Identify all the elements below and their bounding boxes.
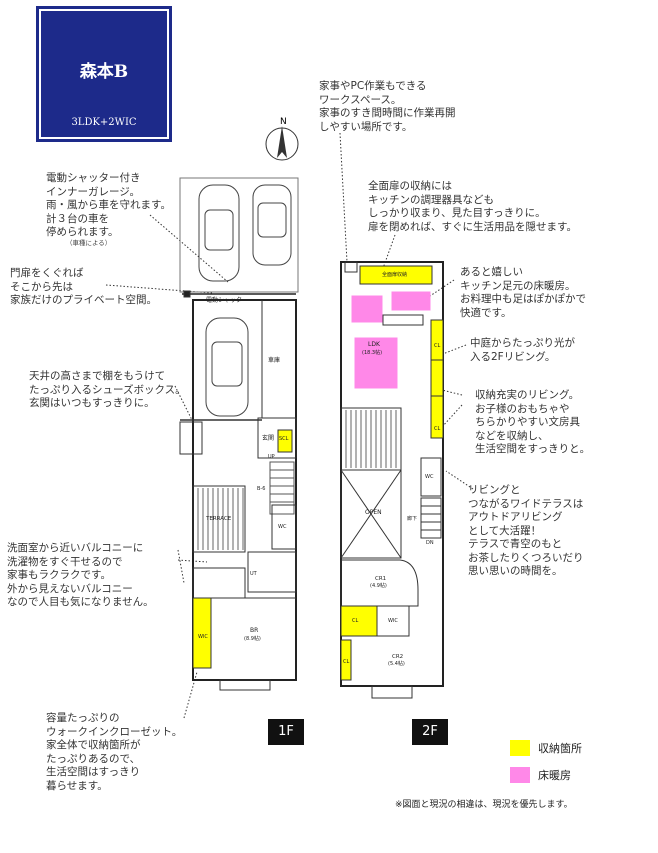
legend-item-storage: 収納箇所 [510, 738, 582, 758]
note-balcony: 洗面室から近いバルコニーに 洗濯物をすぐ干せるので 家事もラクラクです。 外から… [7, 542, 154, 608]
legend-item-heating: 床暖房 [510, 765, 582, 785]
label-ldk-area: (18.3帖) [362, 349, 382, 356]
label-dn: DN [426, 540, 434, 546]
legend-label-storage: 収納箇所 [538, 742, 582, 755]
label-br: BR [250, 627, 258, 634]
legend-swatch-heating [510, 767, 530, 783]
label-cl-3: CL [352, 618, 358, 624]
north-compass-icon: N [265, 117, 299, 161]
leader-lines [105, 132, 474, 719]
label-terrace: TERRACE [205, 516, 232, 522]
label-cl-1: CL [434, 343, 440, 349]
plan-title-box: 森本B 3LDK+2WIC [36, 6, 172, 142]
label-stairs: B-6 [257, 486, 265, 492]
note-courtyard-light: 中庭からたっぷり光が 入る2Fリビング。 [470, 337, 575, 363]
label-ut: UT [250, 571, 258, 577]
legend-label-heating: 床暖房 [538, 769, 571, 782]
label-cr1: CR1 [375, 576, 386, 582]
property-name: 森本B [79, 62, 129, 82]
plan-2f [340, 261, 444, 699]
note-terrace: リビングと つながるワイドテラスは アウトドアリビング として大活躍！ テラスで… [468, 484, 584, 577]
layout-type: 3LDK+2WIC [71, 117, 137, 128]
label-wc-1f: WC [278, 524, 287, 530]
label-open: OPEN [365, 509, 382, 516]
label-garage: 車庫 [268, 356, 280, 364]
label-hall: 廊下 [407, 515, 417, 522]
label-wc-2f: WC [425, 474, 434, 480]
label-br-area: (8.9帖) [244, 635, 261, 642]
label-cl-2: CL [434, 426, 440, 432]
label-scl: SCL [279, 436, 289, 442]
plan-1f [179, 177, 299, 691]
disclaimer: ※図面と現況の相違は、現況を優先します。 [395, 800, 573, 810]
label-shutter: 電動シャッター [206, 296, 248, 304]
note-kitchen-storage: 全面扉の収納には キッチンの調理器具なども しっかり収まり、見た目すっきりに。 … [368, 180, 577, 233]
note-garage: 電動シャッター付き インナーガレージ。 雨・風から車を守れます。 計３台の車を … [46, 172, 171, 238]
label-full-storage: 全面扉収納 [382, 271, 407, 278]
label-cr1-area: (4.9帖) [370, 582, 387, 589]
label-cr2: CR2 [392, 654, 403, 660]
label-wic-1f: WIC [198, 634, 208, 640]
legend-swatch-storage [510, 740, 530, 756]
label-wic-2f: WIC [388, 618, 398, 624]
compass-label: N [280, 117, 287, 127]
note-garage-small: （車種による） [66, 239, 112, 247]
car-icons [198, 184, 292, 417]
floor-tag-2f: 2F [412, 719, 448, 745]
label-cr2-area: (5.4帖) [388, 660, 405, 667]
label-ldk: LDK [368, 341, 381, 348]
label-up-1f: UP [268, 454, 275, 460]
note-workspace: 家事やPC作業もできる ワークスペース。 家事のすき間時間に作業再開 しやすい場… [319, 80, 456, 133]
note-living-storage: 収納充実のリビング。 お子様のおもちゃや ちらかりやすい文房具 などを収納し、 … [475, 389, 591, 455]
note-floor-heating: あると嬉しい キッチン足元の床暖房。 お料理中も足はぽかぽかで 快適です。 [460, 266, 586, 319]
note-gate: 門扉をくぐれば そこから先は 家族だけのプライベート空間。 [10, 267, 157, 306]
label-entrance: 玄関 [262, 434, 274, 442]
note-shoebox: 天井の高さまで棚をもうけて たっぷり入るシューズボックス。 玄関はいつもすっきり… [29, 370, 186, 409]
floor-tag-1f: 1F [268, 719, 304, 745]
note-wic: 容量たっぷりの ウォークインクローゼット。 家全体で収納箇所が たっぷりあるので… [46, 712, 183, 792]
legend: 収納箇所 床暖房 [510, 738, 582, 785]
label-cl-4: CL [343, 659, 349, 665]
